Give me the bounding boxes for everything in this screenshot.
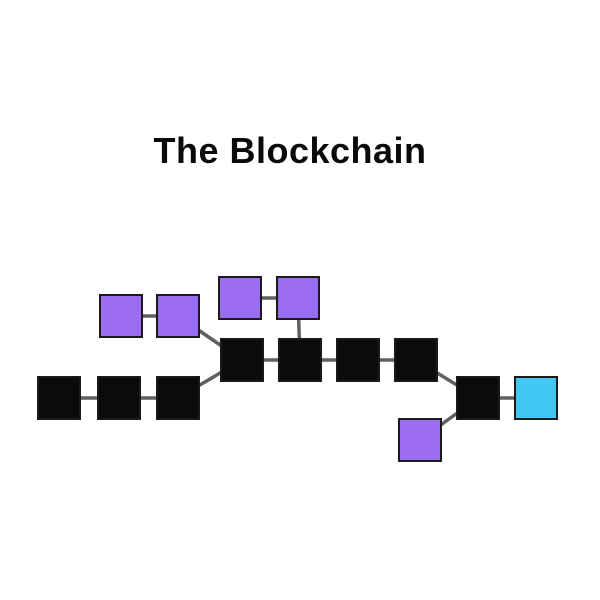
block-fork-top-1	[218, 276, 262, 320]
block-fork-bottom-1	[398, 418, 442, 462]
block-main-chain-4	[394, 338, 438, 382]
page-title: The Blockchain	[153, 130, 427, 171]
block-fork-left-2	[156, 294, 200, 338]
block-right-chain-1	[456, 376, 500, 420]
block-left-chain-1	[37, 376, 81, 420]
block-left-chain-2	[97, 376, 141, 420]
block-main-chain-2	[278, 338, 322, 382]
block-fork-top-2	[276, 276, 320, 320]
block-fork-left-1	[99, 294, 143, 338]
block-main-chain-1	[220, 338, 264, 382]
block-latest-block	[514, 376, 558, 420]
block-main-chain-3	[336, 338, 380, 382]
block-left-chain-3	[156, 376, 200, 420]
